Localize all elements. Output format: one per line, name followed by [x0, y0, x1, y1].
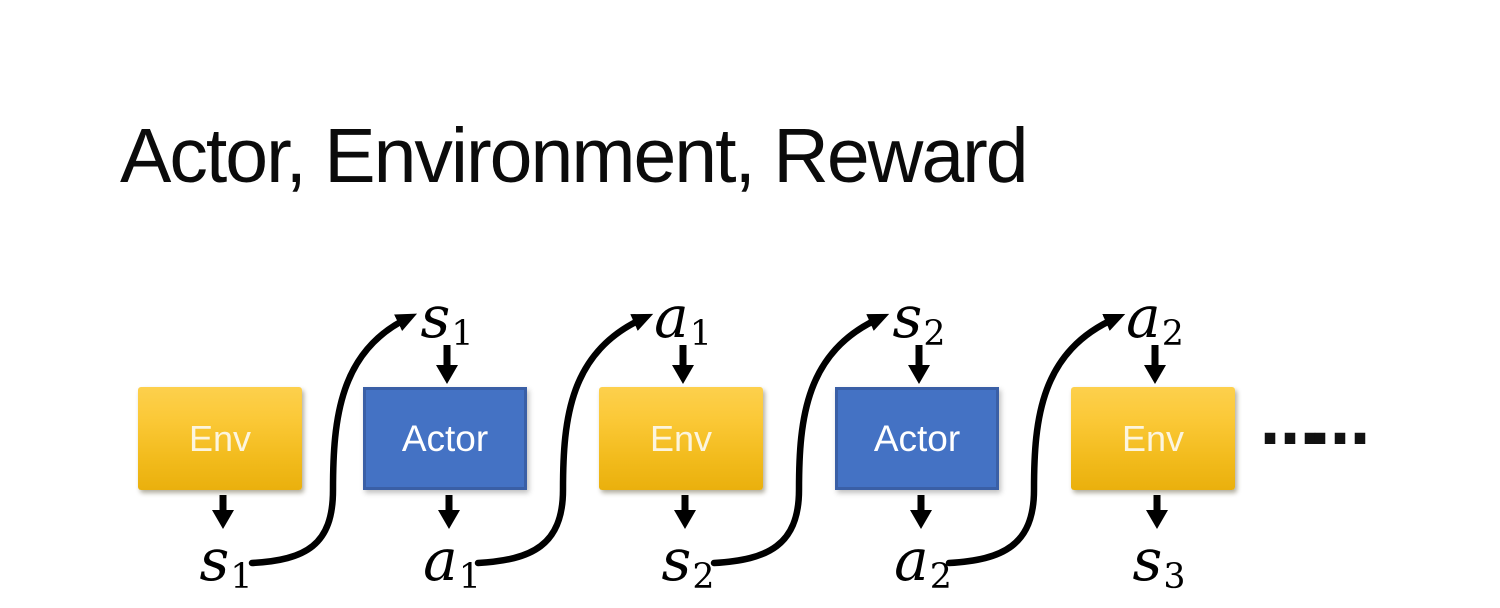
output-arrow-env3 — [1146, 495, 1168, 529]
box-label: Env — [649, 417, 713, 459]
label-base: s — [892, 283, 923, 351]
label-sub: 3 — [1163, 557, 1186, 598]
output-arrow-actor2 — [910, 495, 932, 529]
box-env-1: Env — [138, 387, 302, 490]
box-actor-2: Actor — [835, 387, 999, 490]
box-env-2: Env — [599, 387, 763, 490]
label-base: s — [661, 526, 692, 594]
top-label-a2: a2 — [1126, 288, 1184, 352]
box-actor-1: Actor — [363, 387, 527, 490]
bottom-label-a1: a1 — [423, 531, 481, 595]
box-label: Env — [1121, 417, 1185, 459]
top-label-s1: s1 — [421, 288, 474, 352]
slide-title: Actor, Environment, Reward — [120, 113, 1029, 199]
label-sub: 2 — [692, 557, 715, 598]
input-arrows — [436, 345, 1166, 384]
label-sub: 1 — [458, 557, 481, 598]
ellipsis-dots: …… — [1260, 389, 1370, 459]
output-arrow-env2 — [674, 495, 696, 529]
label-base: a — [423, 526, 458, 594]
bottom-label-a2: a2 — [894, 531, 952, 595]
box-env-3: Env — [1071, 387, 1235, 490]
output-arrow-actor1 — [438, 495, 460, 529]
label-base: a — [654, 283, 689, 351]
label-base: s — [1132, 526, 1163, 594]
bottom-label-s1: s1 — [200, 531, 253, 595]
bottom-label-s3: s3 — [1133, 531, 1186, 595]
top-label-a1: a1 — [654, 288, 712, 352]
label-sub: 1 — [689, 314, 712, 355]
output-arrow-env1 — [212, 495, 234, 529]
label-sub: 2 — [929, 557, 952, 598]
bottom-label-s2: s2 — [662, 531, 715, 595]
label-base: a — [894, 526, 929, 594]
label-sub: 1 — [230, 557, 253, 598]
label-sub: 1 — [451, 314, 474, 355]
output-arrows — [212, 495, 1168, 529]
box-label: Actor — [401, 417, 489, 459]
top-label-s2: s2 — [893, 288, 946, 352]
box-label: Actor — [873, 417, 961, 459]
box-label: Env — [188, 417, 252, 459]
label-base: s — [199, 526, 230, 594]
label-base: a — [1126, 283, 1161, 351]
label-base: s — [420, 283, 451, 351]
label-sub: 2 — [1161, 314, 1184, 355]
label-sub: 2 — [923, 314, 946, 355]
